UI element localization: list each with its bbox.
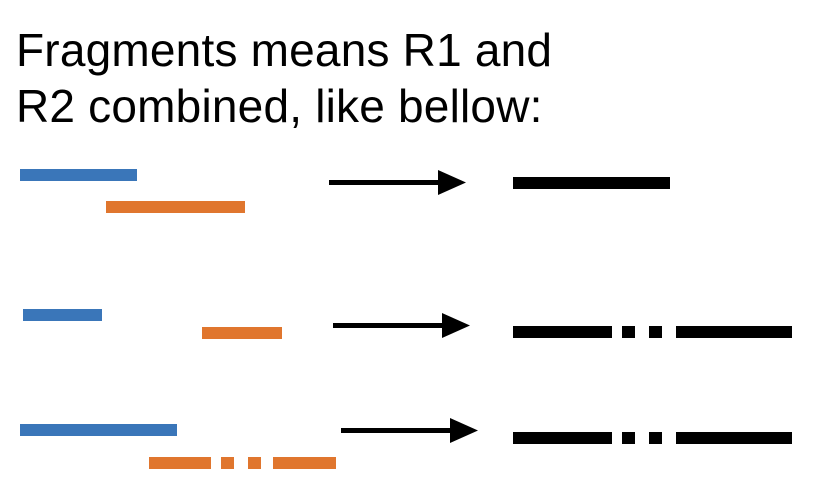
title-line-2: R2 combined, like bellow:: [16, 80, 543, 132]
fragment-bar-dashed: [513, 432, 792, 444]
r1-read: [23, 309, 102, 321]
r1-read: [20, 169, 137, 181]
r1-read: [20, 424, 177, 436]
fragment-bar: [513, 177, 670, 189]
example-overlapping: [20, 169, 670, 213]
example-gap: [23, 309, 792, 339]
r2-read-dashed: [149, 457, 336, 469]
r2-read: [106, 201, 245, 213]
title-line-1: Fragments means R1 and: [16, 24, 553, 76]
diagram-title: Fragments means R1 and R2 combined, like…: [16, 22, 552, 134]
r2-read: [202, 327, 282, 339]
fragment-bar-dashed: [513, 326, 792, 338]
combine-arrow: [333, 313, 470, 338]
combine-arrow: [329, 170, 466, 195]
example-partial: [20, 418, 792, 469]
combine-arrow: [341, 418, 478, 443]
